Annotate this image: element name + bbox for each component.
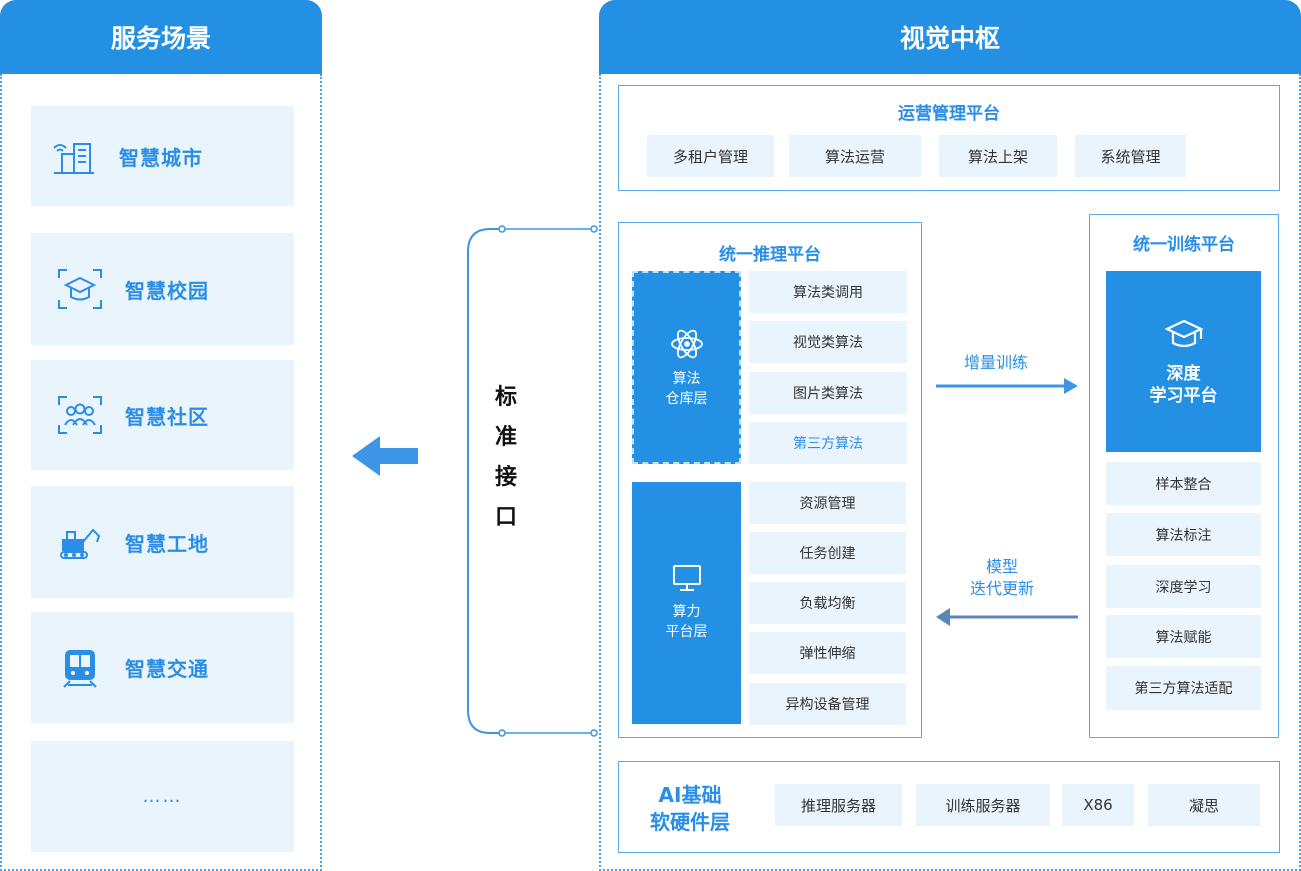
model-update-line1: 模型 bbox=[985, 557, 1018, 576]
train-icon bbox=[57, 648, 103, 688]
compute-item[interactable]: 任务创建 bbox=[749, 532, 906, 574]
scene-smart-construction[interactable]: 智慧工地 bbox=[31, 486, 294, 598]
algo-item[interactable]: 第三方算法 bbox=[749, 422, 907, 464]
monitor-icon bbox=[672, 565, 701, 591]
interface-bracket bbox=[467, 225, 598, 737]
training-item[interactable]: 深度学习 bbox=[1106, 565, 1261, 608]
scene-label: 智慧工地 bbox=[125, 531, 209, 556]
dl-block-line1: 深度 bbox=[1166, 363, 1201, 384]
model-update-label: 模型 迭代更新 bbox=[942, 556, 1062, 600]
interface-char: 标 bbox=[494, 385, 517, 410]
algo-layer-line2: 仓库层 bbox=[665, 390, 708, 407]
compute-item[interactable]: 弹性伸缩 bbox=[749, 632, 906, 674]
service-scenes-panel bbox=[0, 74, 322, 871]
model-update-line2: 迭代更新 bbox=[969, 579, 1034, 598]
right-arrow-icon bbox=[936, 378, 1078, 394]
training-item[interactable]: 第三方算法适配 bbox=[1106, 666, 1261, 710]
compute-item[interactable]: 资源管理 bbox=[749, 482, 906, 524]
interface-char: 准 bbox=[494, 425, 517, 450]
algo-repo-layer[interactable]: 算法 仓库层 bbox=[632, 271, 741, 464]
hardware-item[interactable]: X86 bbox=[1062, 784, 1134, 826]
hardware-item[interactable]: 训练服务器 bbox=[916, 784, 1050, 826]
ai-hardware-title: AI基础 软硬件层 bbox=[630, 782, 750, 836]
compute-platform-layer[interactable]: 算力 平台层 bbox=[632, 482, 741, 724]
scene-smart-community[interactable]: 智慧社区 bbox=[31, 360, 294, 470]
left-arrow-icon bbox=[352, 436, 418, 476]
algo-layer-line1: 算法 bbox=[672, 370, 701, 387]
vision-hub-panel bbox=[599, 74, 1301, 871]
vision-hub-title: 视觉中枢 bbox=[899, 24, 1000, 53]
compute-layer-line2: 平台层 bbox=[665, 624, 708, 640]
graduation-cap-icon bbox=[1163, 319, 1204, 347]
interface-char: 接 bbox=[494, 465, 517, 490]
scene-label: 智慧交通 bbox=[125, 657, 209, 681]
excavator-icon bbox=[57, 522, 103, 562]
training-item[interactable]: 算法标注 bbox=[1106, 513, 1261, 556]
left-small-arrow-icon bbox=[936, 608, 1078, 626]
compute-item[interactable]: 异构设备管理 bbox=[749, 683, 906, 725]
deep-learning-platform-block[interactable]: 深度 学习平台 bbox=[1106, 271, 1261, 452]
graduation-cap-icon bbox=[57, 269, 103, 309]
algo-item[interactable]: 视觉类算法 bbox=[749, 321, 907, 363]
scene-smart-city[interactable]: 智慧城市 bbox=[31, 106, 294, 206]
smart-city-icon bbox=[51, 136, 97, 176]
algo-item[interactable]: 图片类算法 bbox=[749, 372, 907, 414]
ops-item[interactable]: 系统管理 bbox=[1075, 135, 1186, 177]
scene-more: …… bbox=[31, 741, 294, 852]
inference-platform-title: 统一推理平台 bbox=[719, 245, 821, 265]
training-platform-title: 统一训练平台 bbox=[1133, 235, 1235, 255]
ops-item[interactable]: 算法上架 bbox=[939, 135, 1057, 177]
standard-interface-label: 标 准 接 口 bbox=[486, 378, 526, 538]
interface-char: 口 bbox=[494, 505, 517, 530]
scene-more-ellipsis: …… bbox=[142, 786, 183, 807]
scene-label: 智慧城市 bbox=[119, 145, 203, 170]
incremental-training-label: 增量训练 bbox=[963, 353, 1028, 372]
training-item[interactable]: 算法赋能 bbox=[1106, 615, 1261, 658]
scene-smart-transport[interactable]: 智慧交通 bbox=[31, 612, 294, 723]
compute-layer-line1: 算力 bbox=[672, 604, 701, 620]
scene-label: 智慧社区 bbox=[125, 404, 209, 429]
compute-item[interactable]: 负载均衡 bbox=[749, 582, 906, 624]
ops-platform-title: 运营管理平台 bbox=[898, 104, 1000, 124]
atom-icon bbox=[670, 329, 703, 358]
service-scenes-title: 服务场景 bbox=[110, 24, 211, 53]
vision-hub-header: 视觉中枢 bbox=[599, 0, 1301, 74]
ops-item[interactable]: 多租户管理 bbox=[647, 135, 774, 177]
hardware-title-line2: 软硬件层 bbox=[650, 810, 730, 834]
scene-smart-campus[interactable]: 智慧校园 bbox=[31, 233, 294, 345]
algo-item[interactable]: 算法类调用 bbox=[749, 271, 907, 313]
hardware-title-line1: AI基础 bbox=[658, 783, 722, 807]
community-people-icon bbox=[57, 395, 103, 435]
hardware-item[interactable]: 凝思 bbox=[1148, 784, 1260, 826]
scene-label: 智慧校园 bbox=[125, 278, 209, 303]
dl-block-line2: 学习平台 bbox=[1149, 385, 1218, 406]
hardware-item[interactable]: 推理服务器 bbox=[775, 784, 902, 826]
ops-item[interactable]: 算法运营 bbox=[789, 135, 921, 177]
training-item[interactable]: 样本整合 bbox=[1106, 462, 1261, 505]
service-scenes-header: 服务场景 bbox=[0, 0, 322, 74]
